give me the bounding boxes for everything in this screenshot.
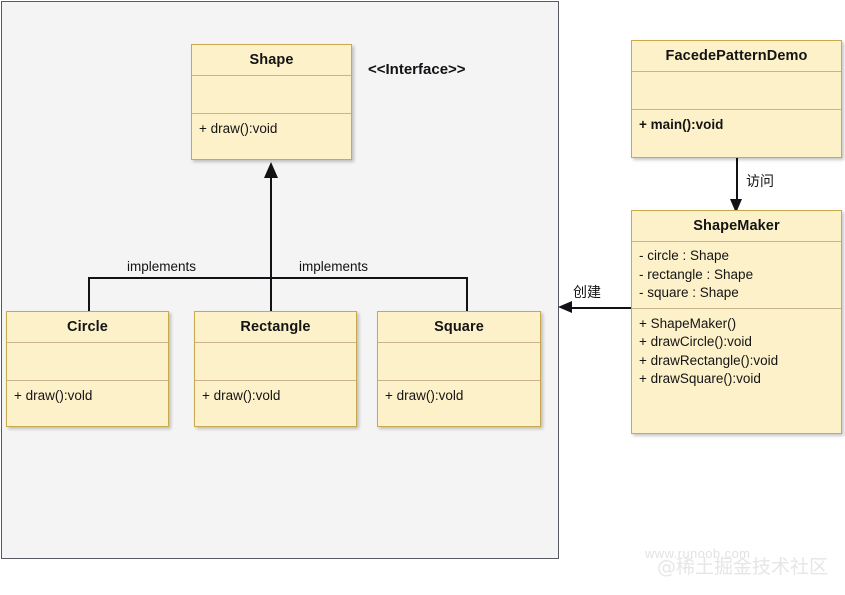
- class-box-shape-maker[interactable]: ShapeMaker - circle : Shape - rectangle …: [631, 210, 842, 434]
- class-box-facade-pattern-demo[interactable]: FacedePatternDemo + main():void: [631, 40, 842, 158]
- class-title-facade-pattern-demo: FacedePatternDemo: [632, 41, 841, 72]
- visits-arrow-line: [736, 158, 738, 203]
- attribute-line: - square : Shape: [639, 285, 739, 300]
- class-attributes-shape: [192, 76, 351, 114]
- operation-line: + drawRectangle():void: [639, 352, 779, 368]
- class-title-square: Square: [378, 312, 540, 343]
- class-operations-square: + draw():vold: [378, 381, 540, 412]
- stereotype-interface-label: <<Interface>>: [368, 61, 466, 78]
- inheritance-drop-square: [466, 277, 468, 313]
- attribute-line: - rectangle : Shape: [639, 266, 754, 282]
- creates-arrowhead-icon: [558, 301, 572, 313]
- class-title-rectangle: Rectangle: [195, 312, 356, 343]
- class-attributes-circle: [7, 343, 168, 381]
- class-title-shape: Shape: [192, 45, 351, 76]
- operation-line: + main():void: [639, 117, 724, 132]
- class-box-circle[interactable]: Circle + draw():vold: [6, 311, 169, 427]
- class-operations-shape-maker: + ShapeMaker() + drawCircle():void + dra…: [632, 309, 841, 395]
- relation-label-implements-left: implements: [127, 259, 197, 274]
- watermark-juejin: @稀土掘金技术社区: [657, 556, 829, 578]
- class-attributes-rectangle: [195, 343, 356, 381]
- creates-arrow-line: [572, 307, 632, 309]
- inheritance-bus-line: [88, 277, 468, 279]
- class-operations-rectangle: + draw():vold: [195, 381, 356, 412]
- operation-line: + drawSquare():void: [639, 371, 761, 386]
- operation-line: + draw():vold: [14, 388, 93, 403]
- operation-line: + drawCircle():void: [639, 334, 752, 349]
- attribute-line: - circle : Shape: [639, 248, 730, 263]
- class-title-circle: Circle: [7, 312, 168, 343]
- class-attributes-facade-pattern-demo: [632, 72, 841, 110]
- visits-arrowhead-icon: [730, 199, 742, 213]
- class-box-shape[interactable]: Shape + draw():void: [191, 44, 352, 160]
- class-operations-facade-pattern-demo: + main():void: [632, 110, 841, 141]
- class-box-rectangle[interactable]: Rectangle + draw():vold: [194, 311, 357, 427]
- class-operations-circle: + draw():vold: [7, 381, 168, 412]
- relation-label-creates: 创建: [573, 285, 601, 301]
- operation-line: + draw():vold: [385, 388, 464, 403]
- class-operations-shape: + draw():void: [192, 114, 351, 145]
- operation-line: + draw():void: [199, 121, 278, 136]
- operation-line: + ShapeMaker(): [639, 315, 737, 331]
- inheritance-drop-rectangle: [270, 277, 272, 313]
- inheritance-trunk-line: [270, 176, 272, 278]
- class-attributes-shape-maker: - circle : Shape - rectangle : Shape - s…: [632, 242, 841, 309]
- class-attributes-square: [378, 343, 540, 381]
- watermark-runoob: www.runoob.com: [645, 546, 751, 561]
- inheritance-arrowhead-icon: [264, 162, 278, 178]
- operation-line: + draw():vold: [202, 388, 281, 403]
- class-box-square[interactable]: Square + draw():vold: [377, 311, 541, 427]
- relation-label-visits: 访问: [746, 174, 774, 190]
- inheritance-drop-circle: [88, 277, 90, 313]
- class-title-shape-maker: ShapeMaker: [632, 211, 841, 242]
- relation-label-implements-right: implements: [299, 259, 369, 274]
